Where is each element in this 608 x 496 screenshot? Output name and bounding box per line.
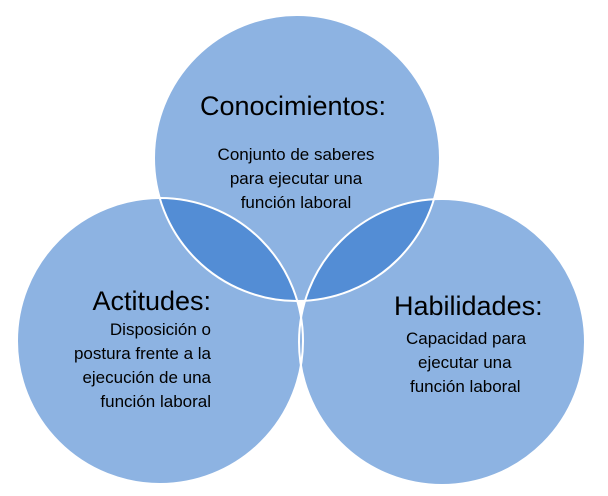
conocimientos-title: Conocimientos: [200, 91, 386, 121]
conocimientos-line-1: Conjunto de saberes [218, 145, 375, 164]
actitudes-line-4: función laboral [100, 392, 211, 411]
actitudes-line-2: postura frente a la [74, 344, 212, 363]
habilidades-line-3: función laboral [410, 377, 521, 396]
actitudes-title: Actitudes: [92, 286, 211, 316]
overlap-conocimientos-actitudes [154, 198, 303, 301]
conocimientos-line-2: para ejecutar una [230, 169, 363, 188]
actitudes-line-3: ejecución de una [82, 368, 211, 387]
habilidades-line-2: ejecutar una [418, 353, 512, 372]
conocimientos-line-3: función laboral [241, 193, 352, 212]
habilidades-line-1: Capacidad para [406, 329, 527, 348]
overlap-conocimientos-habilidades [299, 199, 440, 301]
actitudes-line-1: Disposición o [110, 320, 211, 339]
habilidades-title: Habilidades: [394, 291, 543, 321]
